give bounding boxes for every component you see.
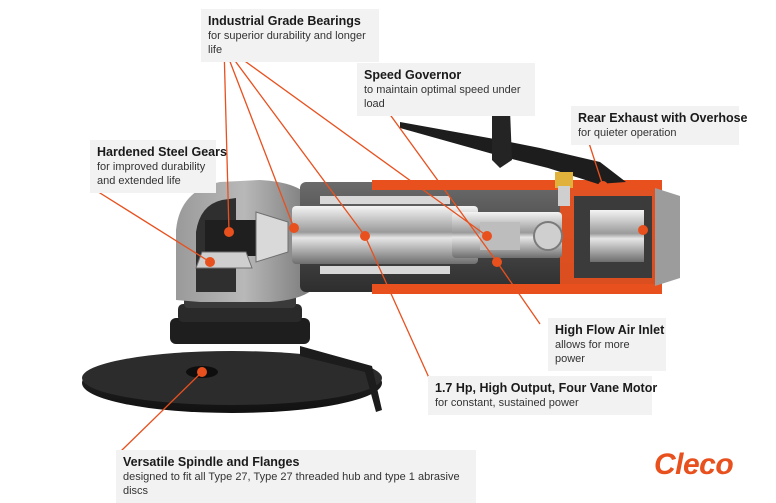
callout-hardened-gears: Hardened Steel Gears for improved durabi… bbox=[90, 140, 227, 193]
callout-rear-exhaust: Rear Exhaust with Overhose for quieter o… bbox=[571, 106, 748, 145]
callout-title: Rear Exhaust with Overhose bbox=[578, 111, 748, 125]
callout-description: allows for more power bbox=[555, 339, 630, 365]
callout-description: for quieter operation bbox=[578, 127, 677, 139]
throttle-lever bbox=[400, 110, 626, 206]
callout-title: Speed Governor bbox=[364, 68, 462, 82]
callout-title: Versatile Spindle and Flanges bbox=[123, 455, 300, 469]
callout-description: for constant, sustained power bbox=[435, 397, 579, 409]
spindle-flange-stack bbox=[170, 290, 310, 378]
callout-title: Hardened Steel Gears bbox=[97, 145, 227, 159]
callout-speed-governor: Speed Governor to maintain optimal speed… bbox=[357, 63, 535, 116]
callout-industrial-bearings: Industrial Grade Bearings for superior d… bbox=[201, 9, 379, 62]
callout-description: designed to fit all Type 27, Type 27 thr… bbox=[123, 471, 460, 497]
callout-description: for improved durability and extended lif… bbox=[97, 161, 206, 187]
callout-title: High Flow Air Inlet bbox=[555, 323, 665, 337]
callout-versatile-spindle: Versatile Spindle and Flanges designed t… bbox=[116, 450, 476, 503]
motor-rotor bbox=[292, 196, 644, 274]
callout-title: 1.7 Hp, High Output, Four Vane Motor bbox=[435, 381, 658, 395]
callout-four-vane-motor: 1.7 Hp, High Output, Four Vane Motor for… bbox=[428, 376, 658, 415]
abrasive-disc bbox=[82, 346, 382, 413]
callout-description: to maintain optimal speed under load bbox=[364, 84, 521, 110]
callout-description: for superior durability and longer life bbox=[208, 30, 366, 56]
angle-head-housing bbox=[176, 180, 312, 302]
callout-title: Industrial Grade Bearings bbox=[208, 14, 361, 28]
callout-air-inlet: High Flow Air Inlet allows for more powe… bbox=[548, 318, 666, 371]
brand-logo: Cleco bbox=[654, 448, 734, 481]
leader-lines bbox=[91, 45, 604, 453]
